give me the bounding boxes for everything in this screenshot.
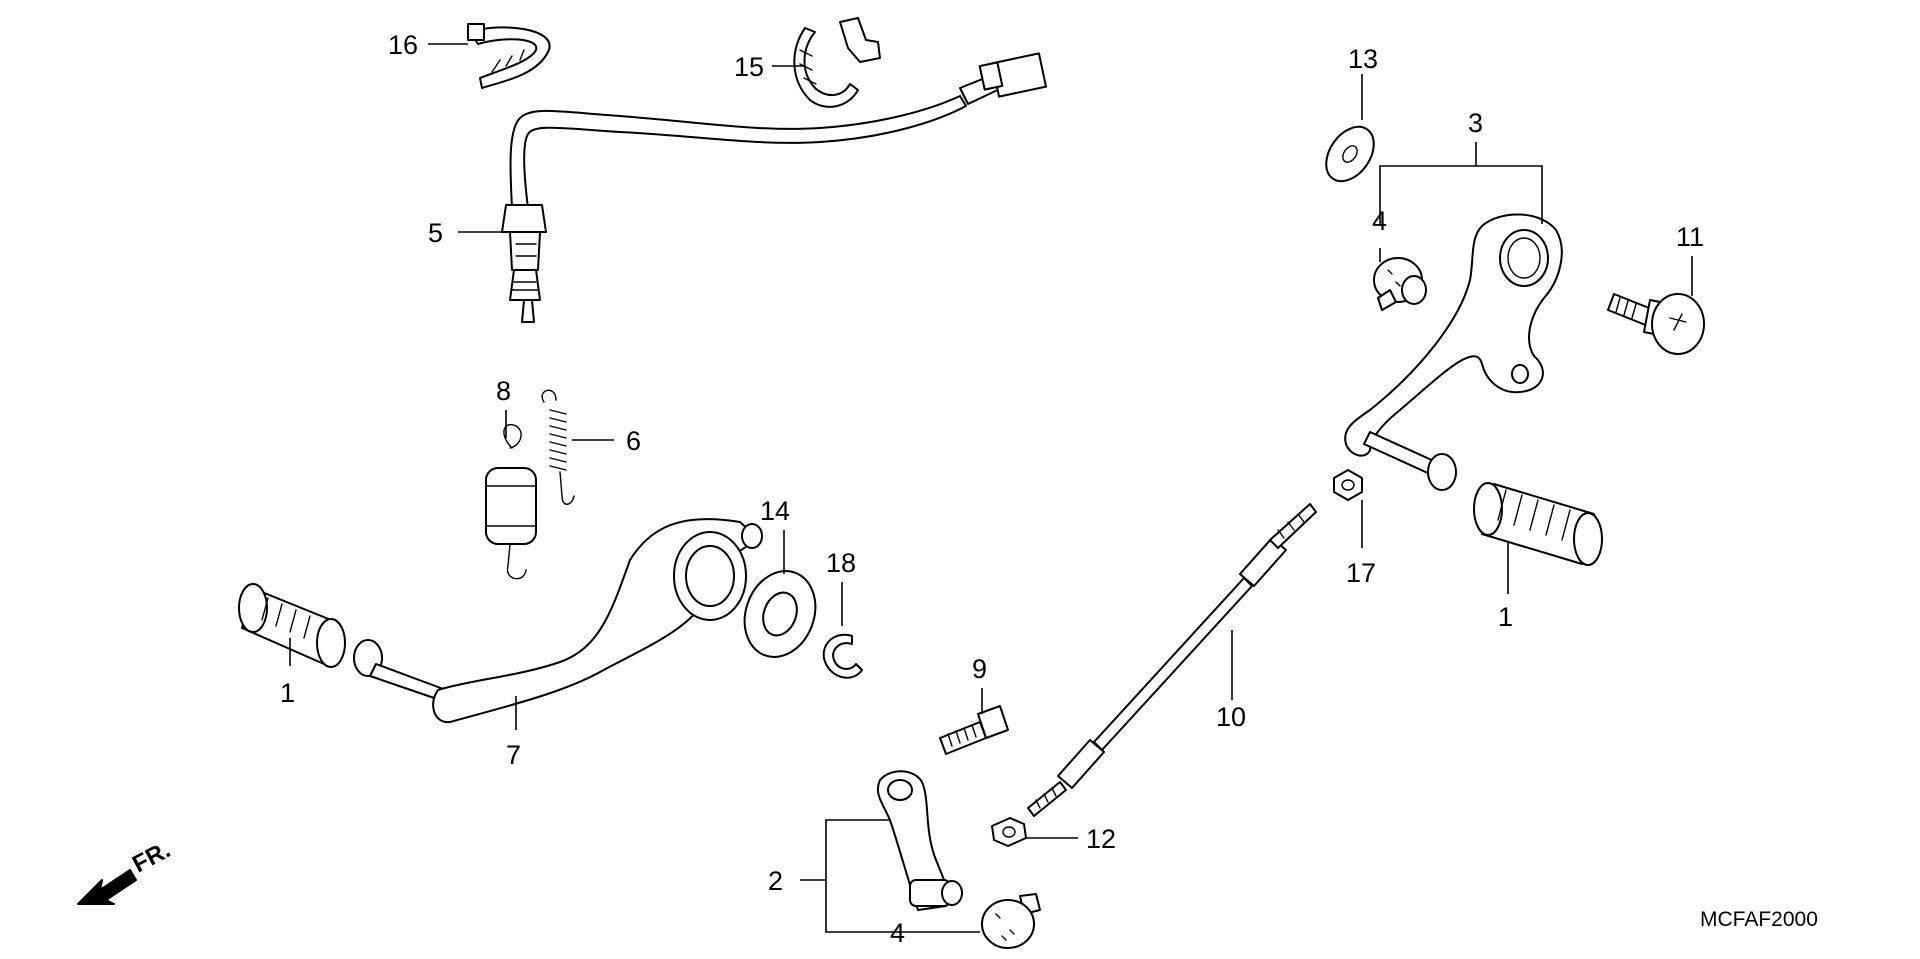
callout-5: 5 (428, 218, 443, 248)
diagram-code: MCFAF2000 (1700, 908, 1818, 931)
part-1-right-pedal-rubber (1473, 482, 1603, 566)
callouts: 16 15 5 8 6 1 7 14 18 9 12 10 13 17 4 3 … (280, 30, 1704, 948)
callout-17: 17 (1346, 558, 1376, 588)
callout-14: 14 (760, 496, 790, 526)
part-14-seal (743, 570, 817, 658)
part-17-nut (1333, 469, 1363, 501)
part-12-nut (991, 817, 1027, 847)
callout-10: 10 (1216, 702, 1246, 732)
callout-13: 13 (1348, 44, 1378, 74)
part-5-brake-light-switch (501, 52, 1048, 323)
callout-16: 16 (388, 30, 418, 60)
callout-11: 11 (1676, 222, 1704, 252)
part-15-clamp-band (793, 17, 881, 108)
part-9-bolt (939, 705, 1009, 755)
part-16-clamp-band (467, 23, 551, 89)
part-18-snap-ring (822, 633, 863, 679)
callout-9: 9 (972, 654, 987, 684)
part-2-shift-arm (876, 770, 963, 911)
front-label: FR. (128, 836, 175, 878)
part-8-spring-with-cover (485, 423, 537, 580)
front-direction-arrow: FR. (77, 836, 175, 905)
callout-12: 12 (1086, 824, 1116, 854)
callout-7: 7 (506, 740, 521, 770)
part-6-return-spring (541, 389, 575, 505)
part-4-upper-ball-joint (1373, 257, 1427, 311)
part-4-lower-ball-joint (981, 893, 1041, 949)
callout-4-lower: 4 (890, 918, 905, 948)
part-11-pivot-bolt (1607, 293, 1705, 355)
part-13-washer (1325, 125, 1375, 183)
callout-3: 3 (1468, 108, 1483, 138)
part-7-brake-pedal (353, 518, 763, 724)
part-1-left-pedal-rubber (238, 583, 346, 668)
callout-1-left: 1 (280, 678, 295, 708)
part-10-tie-rod (1027, 503, 1317, 817)
callout-4-upper: 4 (1372, 206, 1387, 236)
callout-1-right: 1 (1498, 602, 1513, 632)
callout-18: 18 (826, 548, 856, 578)
callout-15: 15 (734, 52, 764, 82)
callout-2: 2 (768, 866, 783, 896)
callout-6: 6 (626, 426, 641, 456)
leader-lines (289, 43, 1693, 933)
part-3-shift-pedal (1344, 213, 1563, 491)
callout-8: 8 (496, 376, 511, 406)
